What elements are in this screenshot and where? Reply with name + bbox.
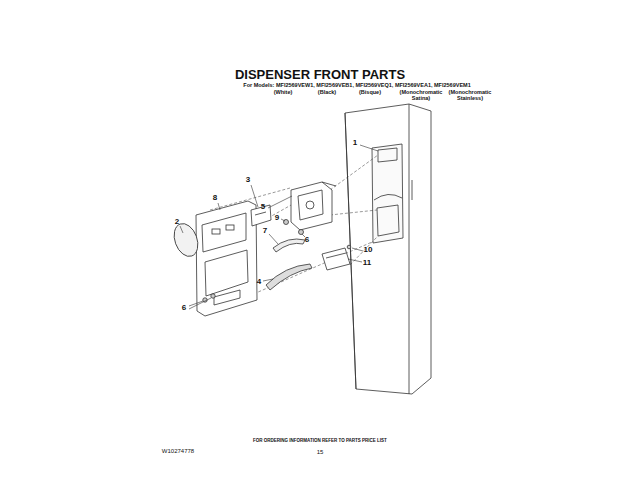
callout-number: 2 bbox=[175, 218, 179, 226]
page-number: 15 bbox=[317, 449, 324, 455]
door-edge bbox=[345, 113, 356, 389]
bezel-button bbox=[212, 229, 220, 234]
bezel-opening bbox=[205, 250, 248, 296]
door-panel bbox=[345, 104, 431, 394]
callout-number: 11 bbox=[363, 259, 371, 267]
plate-detail bbox=[255, 212, 266, 215]
drip-tray bbox=[266, 264, 312, 290]
leader-lines bbox=[180, 145, 378, 309]
callout-number: 5 bbox=[261, 203, 265, 211]
bezel-button bbox=[226, 225, 234, 230]
callout-number: 10 bbox=[364, 246, 373, 254]
callout-number: 8 bbox=[213, 194, 217, 202]
bezel-upper-panel bbox=[202, 213, 246, 252]
color-note: (Monochromatic Satina) bbox=[396, 90, 446, 102]
color-note: (Monochromatic Stainless) bbox=[442, 90, 498, 102]
model-list: For Models: MFI2569VEW1, MFI2569VEB1, MF… bbox=[243, 83, 470, 89]
dispenser-recess bbox=[372, 144, 403, 243]
callout-number: 3 bbox=[246, 176, 250, 184]
bezel-slot bbox=[214, 290, 240, 305]
dispenser-module bbox=[291, 182, 332, 230]
door-edge bbox=[409, 104, 410, 394]
callout-number: 4 bbox=[257, 278, 261, 286]
callout-number: 9 bbox=[275, 214, 279, 222]
callout-number: 6 bbox=[182, 304, 186, 312]
screw bbox=[211, 294, 215, 298]
color-note: (White) bbox=[274, 90, 293, 96]
callout-number: 6 bbox=[305, 236, 309, 244]
screw bbox=[299, 230, 304, 235]
dispenser-bezel bbox=[196, 201, 257, 316]
module-hub bbox=[306, 201, 314, 209]
dispenser-arm bbox=[273, 239, 305, 252]
document-number: W10274778 bbox=[162, 448, 194, 454]
color-note: (Black) bbox=[318, 90, 336, 96]
lever-detail bbox=[326, 253, 346, 258]
dispenser-lever bbox=[322, 248, 350, 270]
recess-curve bbox=[374, 194, 402, 200]
footer-note: FOR ORDERING INFORMATION REFER TO PARTS … bbox=[253, 439, 387, 444]
hinge-mark bbox=[412, 180, 413, 200]
module-edge bbox=[322, 182, 336, 186]
diagram-title: DISPENSER FRONT PARTS bbox=[235, 68, 405, 82]
callout-number: 7 bbox=[263, 227, 267, 235]
module-face bbox=[298, 190, 323, 220]
screw bbox=[284, 220, 289, 225]
callout-number: 1 bbox=[353, 139, 357, 147]
recess-opening bbox=[378, 148, 397, 162]
dispenser-pad bbox=[170, 220, 202, 259]
color-note: (Bisque) bbox=[359, 90, 381, 96]
recess-lower bbox=[377, 205, 399, 236]
lever-pin bbox=[347, 245, 351, 249]
